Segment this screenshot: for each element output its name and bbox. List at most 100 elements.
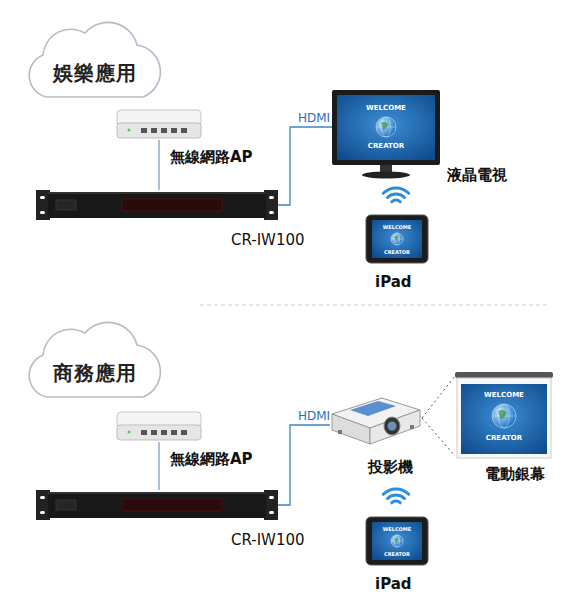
screen-casing [455,372,553,378]
network-port [181,128,187,133]
screen-text: WELCOME [366,526,428,532]
cloud-bubble-shape [25,15,165,105]
rack-ear [36,190,50,220]
network-port [141,430,147,435]
cloud-bubble: 娛樂應用 [25,15,165,105]
ear-hole [40,496,45,499]
tablet: WELCOMECREATORiPad [366,215,428,263]
screen-text: WELCOME [455,391,553,399]
node-label: 投影機 [368,458,413,476]
network-port [181,430,187,435]
tablet-shape [366,215,428,263]
network-port [171,128,177,133]
network-port [161,430,167,435]
section-divider [200,305,548,306]
wifi-arc [383,188,408,193]
wifi-arc [388,495,405,499]
rack-ear [36,490,50,520]
wifi-arc [392,501,400,503]
tablet-body [366,517,428,565]
node-label: 娛樂應用 [25,61,165,85]
globe-icon [391,535,403,547]
status-led [128,431,131,434]
chassis [48,192,266,218]
node-label: 無線網路AP [170,148,253,166]
media-server-shape [36,490,278,520]
projector-accent [350,401,396,416]
cloud-outline [29,322,160,397]
wifi-arc [383,489,408,494]
globe-land [498,410,506,420]
wifi-symbol [383,489,408,503]
ear-hole [40,511,45,514]
screen-text: CREATOR [366,249,428,255]
node-label: 電動銀幕 [485,465,545,483]
tv-bezel [332,90,440,165]
network-cable [158,140,159,190]
projector: 投影機 [330,392,422,450]
network-cable [158,442,159,490]
wireless-access-point-shape [115,108,203,140]
ear-hole [40,196,45,199]
projector-side [332,414,370,444]
hdmi-cable [278,127,332,205]
media-server-shape [36,190,278,220]
chassis-edge [48,493,266,494]
ear-hole [40,211,45,214]
globe-icon [391,233,403,245]
screen-text: WELCOME [332,104,440,112]
globe-icon [376,117,396,137]
projector-foot [410,425,414,429]
edge-label: HDMI [298,409,330,423]
media-server: CR-IW100 [36,190,278,220]
network-port [161,128,167,133]
device-front [117,123,201,138]
network-port [151,128,157,133]
node-label: 商務應用 [25,361,165,385]
wireless-access-point: 無線網路AP [115,410,203,442]
ear-hole [269,496,274,499]
projector-shape [330,392,422,450]
wifi-symbol [383,188,408,202]
globe-body [492,404,516,428]
projector-lens [384,417,400,435]
front-panel [122,199,222,211]
globe-body [391,233,403,245]
projector-front [370,410,420,444]
lcd-tv-shape [332,90,440,180]
tablet-body [366,215,428,263]
projection-beam [422,376,455,456]
device-front [117,425,201,440]
wireless-access-point: 無線網路AP [115,108,203,140]
rack-ear [264,190,278,220]
node-label: 無線網路AP [170,450,253,468]
globe-land [394,538,398,543]
wifi-arc [388,194,405,198]
rack-ear [264,490,278,520]
globe-body [391,535,403,547]
tablet-shape [366,517,428,565]
network-port [151,430,157,435]
node-label: CR-IW100 [231,531,305,549]
lens-glass [388,422,397,431]
node-label: iPad [375,575,412,593]
front-panel [122,499,222,511]
screen-text: CREATOR [455,434,553,442]
vent-grill [56,200,76,210]
node-label: iPad [375,273,412,291]
node-label: 液晶電視 [447,166,507,184]
cloud-bubble-shape [25,315,165,405]
globe-land [394,236,398,241]
globe-icon [492,404,516,428]
projection-screen: WELCOMECREATOR電動銀幕 [455,372,553,462]
wifi-arc [392,200,400,202]
node-label: CR-IW100 [231,231,305,249]
globe-land [381,122,388,130]
chassis-edge [48,193,266,194]
screen-text: CREATOR [332,142,440,150]
chassis [48,492,266,518]
edge-label: HDMI [298,111,330,125]
status-led [128,129,131,132]
